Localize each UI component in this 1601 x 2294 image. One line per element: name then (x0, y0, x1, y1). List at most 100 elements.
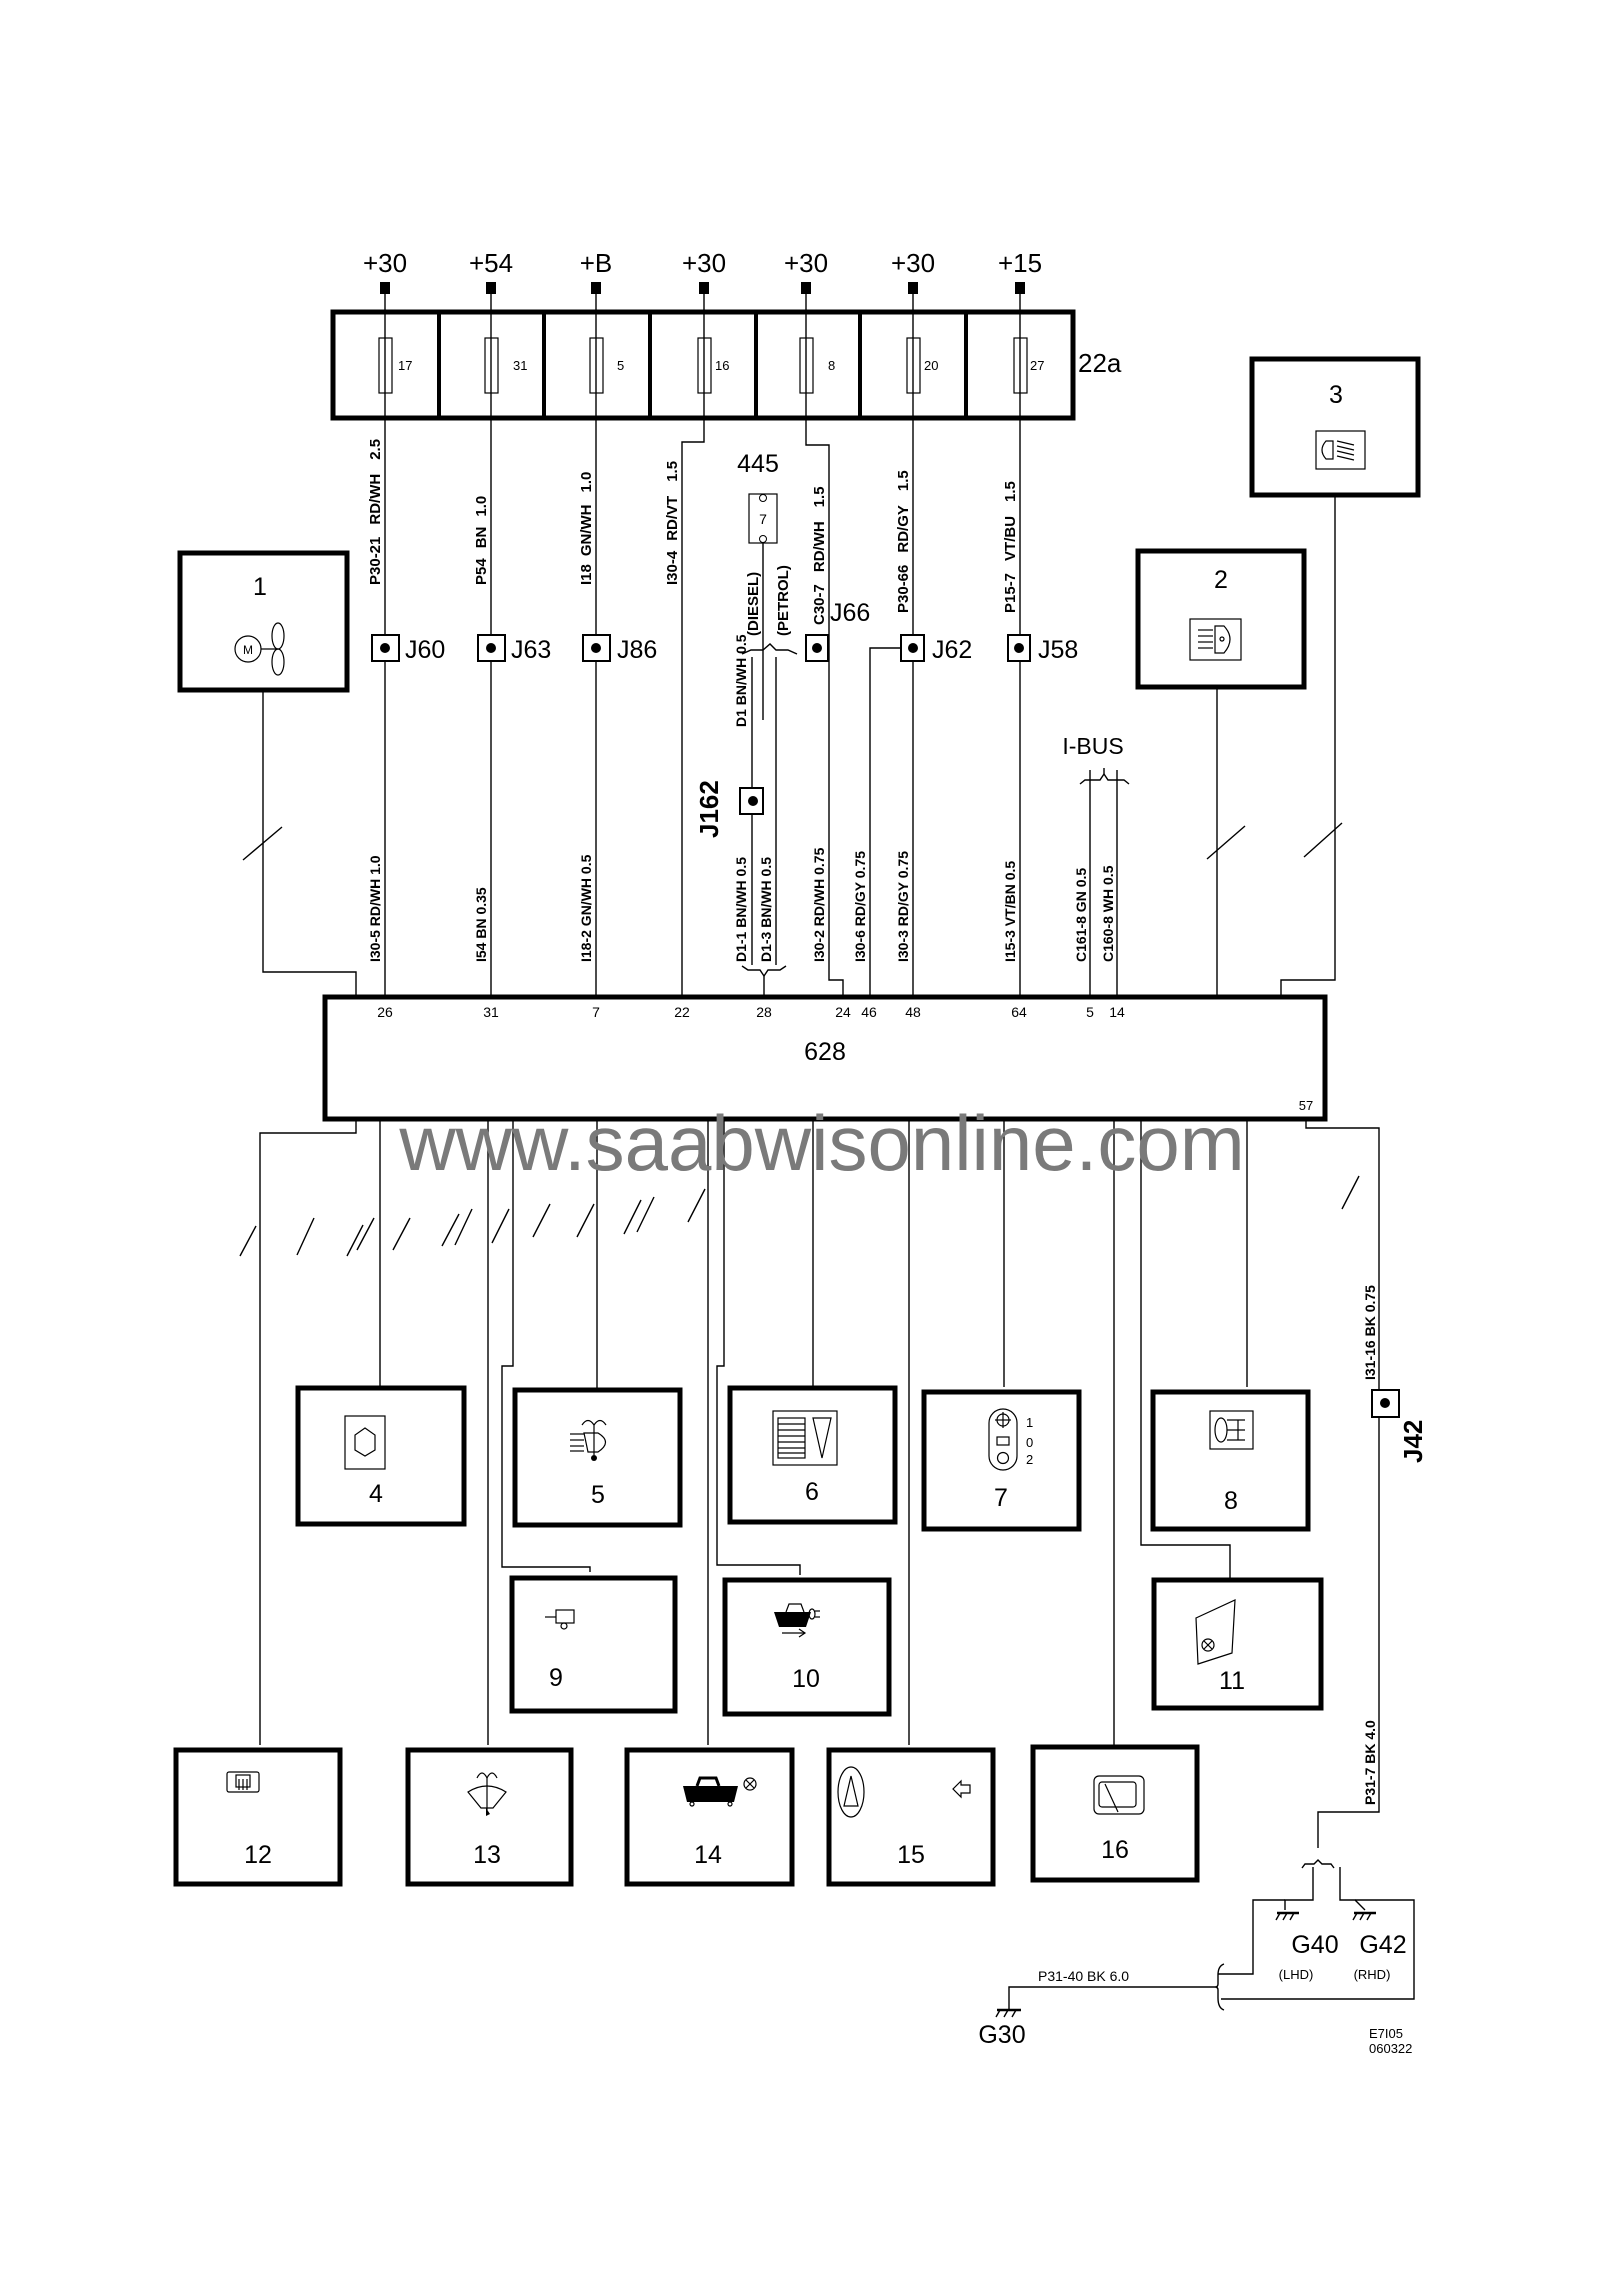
svg-text:10: 10 (792, 1665, 820, 1693)
svg-text:G42: G42 (1359, 1931, 1406, 1959)
component-8: 8 (1150, 1389, 1311, 1532)
rear-defrost-icon (226, 1771, 260, 1793)
svg-text:11: 11 (1219, 1667, 1245, 1695)
splice-j63: J63 (477, 634, 551, 664)
svg-text:16: 16 (1101, 1836, 1129, 1864)
svg-text:I18-2 GN/WH 0.5: I18-2 GN/WH 0.5 (578, 854, 594, 962)
svg-text:445: 445 (737, 450, 779, 478)
control-module-628: 628 26 31 7 22 28 24 46 48 64 5 14 57 (322, 994, 1328, 1122)
component-6: 6 (727, 1385, 898, 1525)
fuse-17: +30 17 (363, 248, 412, 394)
svg-text:24: 24 (835, 1004, 851, 1020)
svg-text:J63: J63 (511, 636, 551, 664)
component-1: 1 M (177, 550, 357, 997)
splice-j162: J162 (694, 780, 764, 838)
svg-text:7: 7 (592, 1004, 600, 1020)
svg-text:C160-8 WH 0.5: C160-8 WH 0.5 (1100, 865, 1116, 962)
mirror-icon (1093, 1775, 1145, 1815)
svg-text:4: 4 (369, 1480, 383, 1508)
component-5: 5 (512, 1387, 683, 1528)
splice-j58: J58 (1007, 634, 1078, 664)
svg-text:I30-3 RD/GY 0.75: I30-3 RD/GY 0.75 (895, 851, 911, 962)
svg-text:12: 12 (244, 1841, 272, 1869)
fuse-block-label: 22a (1078, 348, 1122, 378)
svg-text:J58: J58 (1038, 636, 1078, 664)
svg-text:J62: J62 (932, 636, 972, 664)
svg-text:14: 14 (1109, 1004, 1125, 1020)
svg-text:16: 16 (715, 358, 729, 373)
svg-text:1: 1 (1026, 1415, 1033, 1430)
windscreen-washer-icon (467, 1772, 507, 1816)
display-icon (772, 1410, 838, 1466)
fan-motor-icon: M (234, 622, 285, 676)
svg-text:15: 15 (897, 1841, 925, 1869)
svg-text:1: 1 (253, 573, 267, 601)
courtesy-lamp-icon (1195, 1599, 1236, 1665)
svg-text:57: 57 (1299, 1098, 1313, 1113)
component-9: 9 (509, 1575, 678, 1714)
svg-text:D1 BN/WH 0.5: D1 BN/WH 0.5 (733, 634, 749, 727)
svg-text:060322: 060322 (1369, 2041, 1412, 2056)
svg-text:P31-7 BK 4.0: P31-7 BK 4.0 (1362, 1720, 1378, 1805)
ground-circuit: I31-16 BK 0.75 J42 P31-7 BK 4.0 G40 G42 … (978, 1285, 1428, 2049)
svg-text:I18GN/WH1.0: I18GN/WH1.0 (578, 472, 595, 585)
svg-text:(DIESEL): (DIESEL) (745, 572, 762, 636)
svg-text:P30-66RD/GY1.5: P30-66RD/GY1.5 (895, 470, 912, 613)
svg-text:8: 8 (1224, 1487, 1238, 1515)
svg-text:5: 5 (1086, 1004, 1094, 1020)
splice-j62: J62 (900, 634, 972, 664)
svg-text:I54 BN 0.35: I54 BN 0.35 (473, 887, 489, 962)
svg-text:64: 64 (1011, 1004, 1027, 1020)
component-14: 14 (624, 1747, 795, 1887)
svg-text:J42: J42 (1398, 1420, 1428, 1463)
svg-text:20: 20 (924, 358, 938, 373)
splice-j86: J86 (582, 634, 657, 664)
trunk-release-icon (774, 1603, 820, 1638)
svg-text:3: 3 (1329, 381, 1343, 409)
svg-text:M: M (243, 643, 253, 657)
svg-text:13: 13 (473, 1841, 501, 1869)
svg-text:+54: +54 (469, 248, 513, 278)
component-445: 445 7 (DIESEL) (PETROL) D1 BN/WH 0.5 (733, 450, 792, 727)
diagram-reference: E7I05 060322 (1369, 2026, 1412, 2056)
svg-text:I31-16 BK 0.75: I31-16 BK 0.75 (1362, 1285, 1378, 1380)
component-15: 15 (826, 1747, 996, 1887)
svg-text:J86: J86 (617, 636, 657, 664)
component-2: 2 (1135, 548, 1307, 997)
svg-text:I15-3 VT/BN 0.5: I15-3 VT/BN 0.5 (1002, 861, 1018, 962)
component-4: 4 (295, 1385, 467, 1527)
svg-text:48: 48 (905, 1004, 921, 1020)
svg-text:9: 9 (549, 1664, 563, 1692)
svg-text:31: 31 (513, 358, 527, 373)
component-11: 11 (1151, 1577, 1324, 1711)
svg-text:P31-40 BK 6.0: P31-40 BK 6.0 (1038, 1968, 1129, 1984)
upper-wire-labels: P30-21RD/WH2.5 P54BN1.0 I18GN/WH1.0 I30-… (367, 439, 1019, 625)
sensor-icon (545, 1609, 575, 1630)
watermark: www.saabwisonline.com (398, 1099, 1244, 1187)
fuse-block-22a: 22a (330, 309, 1122, 421)
trunk-lamp-icon (683, 1776, 757, 1807)
rear-fog-icon (1209, 1410, 1254, 1450)
svg-text:J162: J162 (694, 780, 724, 838)
svg-text:5: 5 (591, 1481, 605, 1509)
svg-text:+30: +30 (363, 248, 407, 278)
svg-text:C30-7RD/WH1.5: C30-7RD/WH1.5 (811, 486, 828, 625)
svg-text:5: 5 (617, 358, 624, 373)
svg-text:G30: G30 (978, 2021, 1025, 2049)
svg-text:8: 8 (828, 358, 835, 373)
svg-text:J66: J66 (830, 599, 870, 627)
svg-text:+B: +B (580, 248, 613, 278)
svg-text:J60: J60 (405, 636, 445, 664)
svg-text:+30: +30 (682, 248, 726, 278)
svg-text:31: 31 (483, 1004, 499, 1020)
svg-text:22: 22 (674, 1004, 690, 1020)
svg-text:2: 2 (1026, 1452, 1033, 1467)
splice-j66: J66 (805, 599, 870, 662)
svg-text:(PETROL): (PETROL) (775, 565, 792, 636)
svg-text:(RHD): (RHD) (1354, 1967, 1391, 1982)
svg-text:I30-5 RD/WH 1.0: I30-5 RD/WH 1.0 (367, 855, 383, 962)
svg-text:E7I05: E7I05 (1369, 2026, 1403, 2041)
svg-text:P15-7VT/BU1.5: P15-7VT/BU1.5 (1002, 481, 1019, 613)
light-switch-icon: 1 0 2 (988, 1408, 1033, 1471)
